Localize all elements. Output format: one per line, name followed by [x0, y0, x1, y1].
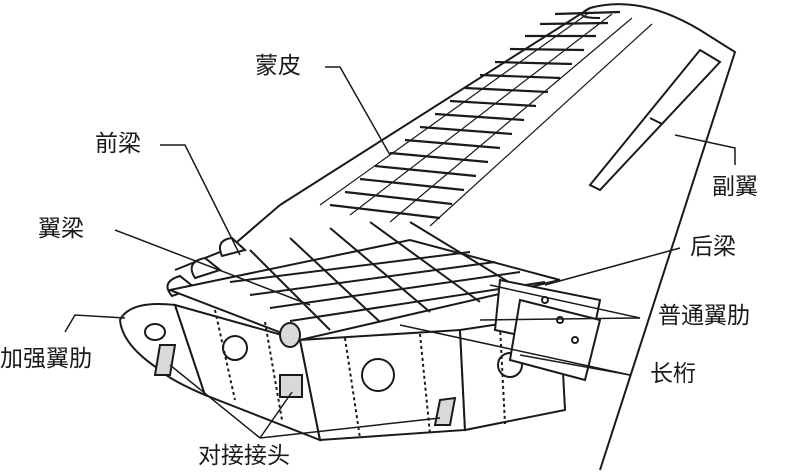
label-stringer: 长桁	[650, 361, 696, 387]
label-front-spar: 前梁	[95, 131, 141, 157]
skin-rib-lines	[319, 11, 653, 227]
leader-lines	[64, 66, 736, 439]
label-ordinary-rib: 普通翼肋	[658, 303, 750, 329]
aileron-panel	[588, 48, 722, 192]
label-skin: 蒙皮	[255, 53, 301, 79]
label-reinforced-rib: 加强翼肋	[0, 346, 92, 372]
label-butt-joint: 对接接头	[198, 443, 290, 469]
label-rear-spar: 后梁	[690, 234, 736, 260]
label-aileron: 副翼	[712, 174, 758, 200]
spar-stiffeners	[214, 309, 506, 439]
label-wing-spar: 翼梁	[38, 216, 84, 242]
rib-grid	[229, 221, 546, 331]
skin-stringer-hatch	[329, 10, 621, 220]
